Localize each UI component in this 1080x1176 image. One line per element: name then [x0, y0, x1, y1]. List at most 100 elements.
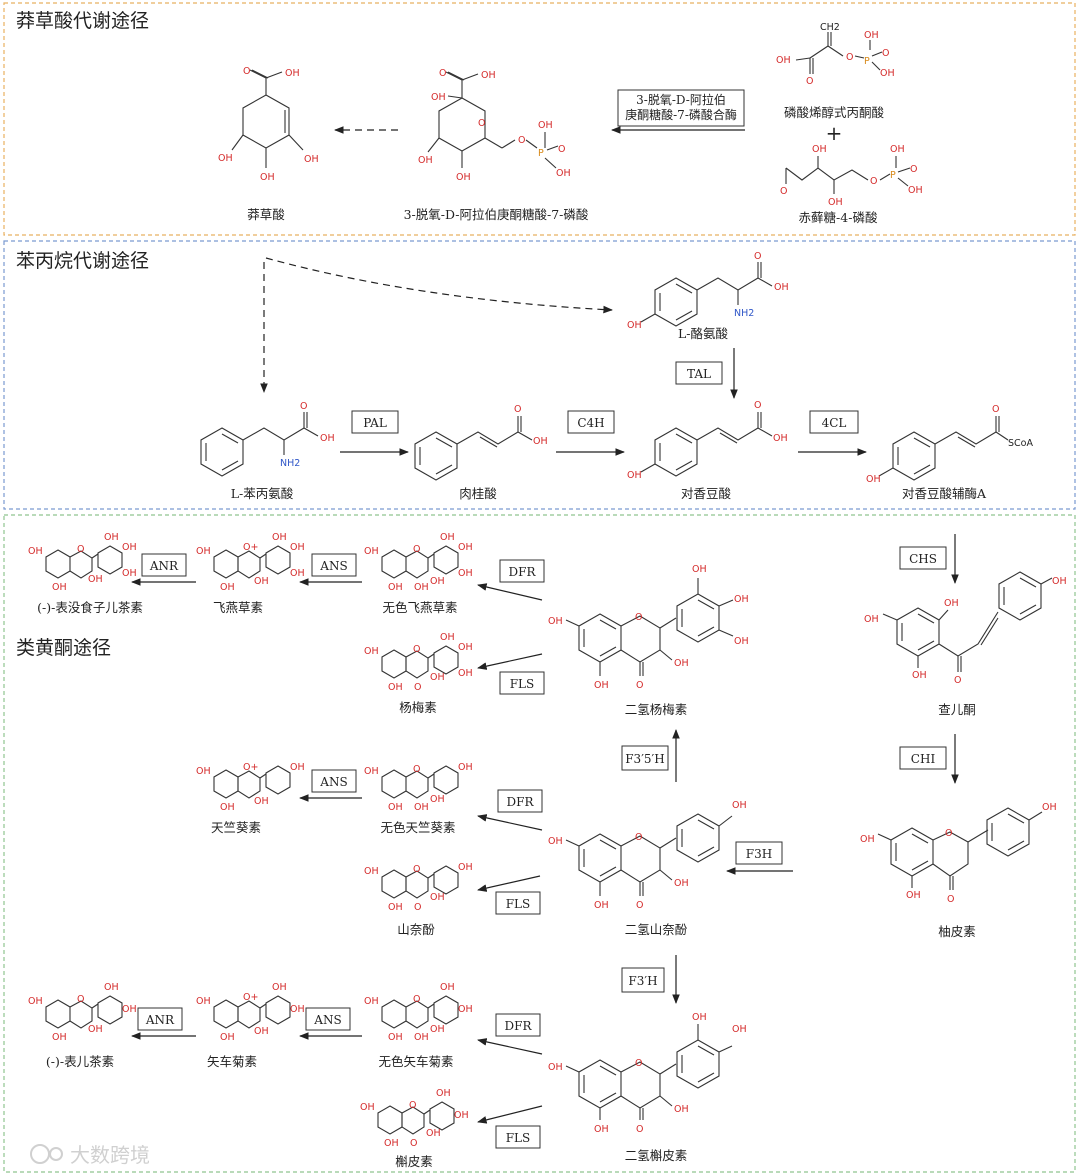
svg-text:OH: OH [734, 636, 749, 647]
dihydroquercetin-structure: O O OH OH OH OH OH [548, 1012, 747, 1135]
anr2-label: ANR [145, 1013, 175, 1027]
e4p-label: 赤藓糖-4-磷酸 [799, 210, 878, 225]
svg-text:P: P [538, 148, 544, 159]
tal-label: TAL [687, 367, 711, 381]
quercetin-label: 槲皮素 [395, 1154, 433, 1169]
svg-text:O: O [514, 404, 521, 415]
svg-text:O: O [636, 680, 643, 691]
svg-text:O: O [243, 66, 250, 77]
svg-text:OH: OH [458, 642, 473, 653]
svg-text:O: O [409, 1100, 416, 1111]
flavonoid-section-border [3, 514, 1076, 1173]
shikimate-section-title: 莽草酸代谢途径 [16, 10, 149, 32]
svg-text:OH: OH [774, 282, 789, 293]
svg-text:OH: OH [272, 532, 287, 543]
leucocyanidin-label: 无色矢车菊素 [378, 1054, 453, 1069]
chalcone-label: 查儿酮 [938, 702, 976, 717]
svg-text:OH: OH [431, 92, 446, 103]
svg-text:OH: OH [430, 892, 445, 903]
p-coumaric-acid-structure: OH O OH [627, 400, 788, 481]
svg-text:OH: OH [52, 582, 67, 593]
fls2-arrow [477, 875, 541, 892]
svg-text:OH: OH [864, 614, 879, 625]
svg-text:OH: OH [196, 766, 211, 777]
svg-text:OH: OH [674, 878, 689, 889]
svg-text:CH2: CH2 [820, 22, 840, 33]
svg-text:OH: OH [272, 982, 287, 993]
svg-text:OH: OH [430, 672, 445, 683]
svg-text:O: O [780, 186, 787, 197]
svg-text:OH: OH [254, 796, 269, 807]
svg-text:OH: OH [533, 436, 548, 447]
svg-text:OH: OH [548, 836, 563, 847]
phenylalanine-structure: NH2 O OH [200, 401, 335, 477]
dfr2-label: DFR [507, 795, 535, 809]
svg-text:O: O [413, 864, 420, 875]
leucopelargonidin-label: 无色天竺葵素 [380, 820, 455, 835]
svg-text:OH: OH [220, 802, 235, 813]
svg-text:OH: OH [732, 800, 747, 811]
f3h-box [735, 841, 783, 865]
dfr2-arrow [477, 814, 543, 831]
svg-text:OH: OH [440, 632, 455, 643]
chs-label: CHS [909, 552, 937, 566]
dfr1-box [499, 559, 545, 583]
dahp-label: 3-脱氧-D-阿拉伯庚酮糖酸-7-磷酸 [404, 207, 589, 222]
svg-text:O: O [636, 1124, 643, 1135]
svg-text:OH: OH [908, 185, 923, 196]
anr1-box [141, 553, 187, 577]
svg-text:OH: OH [414, 1032, 429, 1043]
svg-text:OH: OH [290, 568, 305, 579]
svg-text:OH: OH [364, 766, 379, 777]
svg-text:OH: OH [776, 55, 791, 66]
svg-text:OH: OH [418, 155, 433, 166]
svg-text:OH: OH [440, 532, 455, 543]
svg-text:OH: OH [364, 866, 379, 877]
fls3-box [495, 1125, 541, 1149]
leucodelphinidin-label: 无色飞燕草素 [382, 600, 457, 615]
dihydroquercetin-label: 二氢槲皮素 [625, 1148, 688, 1163]
svg-text:OH: OH [430, 794, 445, 805]
fls1-arrow [477, 653, 543, 670]
chs-box [899, 546, 947, 570]
svg-text:NH2: NH2 [280, 458, 300, 469]
fls3-arrow [477, 1105, 543, 1124]
svg-text:OH: OH [458, 568, 473, 579]
svg-text:O: O [945, 828, 952, 839]
dahp-synthase-line1: 3-脱氧-D-阿拉伯 [636, 92, 726, 107]
svg-text:O: O [77, 994, 84, 1005]
dihydromyricetin-structure: O O OH OH OH OH OH OH [548, 564, 749, 691]
svg-text:OH: OH [220, 1032, 235, 1043]
svg-text:O: O [413, 644, 420, 655]
leucopelargonidin-structure: OH OH OH OH OH O [364, 762, 473, 813]
ans1-label: ANS [319, 559, 347, 573]
svg-text:OH: OH [594, 1124, 609, 1135]
naringenin-label: 柚皮素 [938, 924, 976, 939]
svg-text:OH: OH [692, 564, 707, 575]
phenylalanine-label: L-苯丙氨酸 [231, 486, 294, 501]
svg-text:O: O [992, 404, 999, 415]
svg-text:OH: OH [360, 1102, 375, 1113]
svg-text:OH: OH [481, 70, 496, 81]
svg-text:P: P [890, 170, 896, 181]
svg-text:OH: OH [220, 582, 235, 593]
svg-text:O: O [910, 164, 917, 175]
c4h-label: C4H [577, 416, 604, 430]
fls3-label: FLS [506, 1131, 531, 1145]
svg-text:O: O [413, 764, 420, 775]
svg-text:OH: OH [88, 1024, 103, 1035]
ans3-box [305, 1007, 351, 1031]
f3h-prime-box [621, 967, 665, 993]
svg-text:OH: OH [912, 670, 927, 681]
svg-text:O: O [77, 544, 84, 555]
svg-text:O: O [635, 832, 642, 843]
svg-text:O: O [414, 682, 421, 693]
dihydromyricetin-label: 二氢杨梅素 [625, 702, 688, 717]
pelargonidin-label: 天竺葵素 [211, 820, 261, 835]
anr2-box [137, 1007, 183, 1031]
fls1-box [499, 671, 545, 695]
svg-text:OH: OH [122, 542, 137, 553]
svg-text:OH: OH [880, 68, 895, 79]
naringenin-structure: O O OH OH OH [860, 802, 1057, 905]
pal-label: PAL [363, 416, 387, 430]
